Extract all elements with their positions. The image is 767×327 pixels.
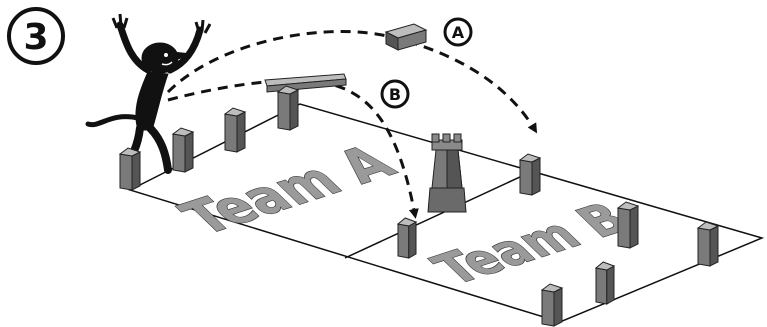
center-line	[344, 169, 536, 259]
callout-b-label: B	[389, 85, 401, 104]
callout-a-label: A	[452, 23, 465, 42]
step-badge: 3	[7, 7, 65, 65]
cone-block-icon	[118, 147, 142, 191]
cone-block-icon	[616, 201, 640, 249]
cone-block-icon	[518, 153, 542, 196]
cone-block-icon	[276, 85, 300, 131]
cone-block-icon	[223, 107, 247, 153]
trajectory-a	[166, 30, 538, 134]
cone-block-icon	[594, 261, 616, 305]
callout-a: A	[443, 17, 473, 47]
cone-block-icon	[396, 217, 418, 259]
cone-blocks	[118, 85, 720, 327]
flying-block-a	[384, 23, 428, 51]
callout-b: B	[380, 79, 410, 109]
cone-block-icon	[540, 283, 564, 327]
flying-bar-b	[264, 73, 347, 93]
cone-block-icon	[696, 221, 720, 267]
throwing-person-icon	[85, 13, 212, 174]
cone-block-icon	[171, 127, 195, 173]
rook-icon	[427, 133, 467, 213]
step-number: 3	[23, 17, 48, 58]
